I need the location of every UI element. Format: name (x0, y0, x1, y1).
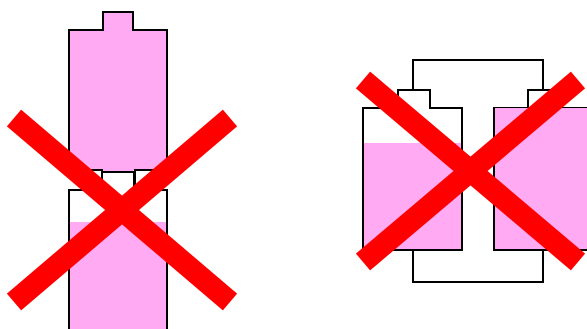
connecting-frame-bottom (412, 250, 544, 283)
top-container-body (68, 11, 168, 188)
red-cross-right (355, 71, 586, 271)
vertical-stacked-containers (6, 11, 238, 329)
top-container (68, 11, 168, 188)
cross-stroke-2 (6, 109, 238, 311)
side-by-side-connected-containers (355, 59, 587, 283)
cross-stroke-2 (355, 71, 586, 271)
red-cross-left (6, 109, 238, 311)
connecting-frame (412, 59, 544, 108)
